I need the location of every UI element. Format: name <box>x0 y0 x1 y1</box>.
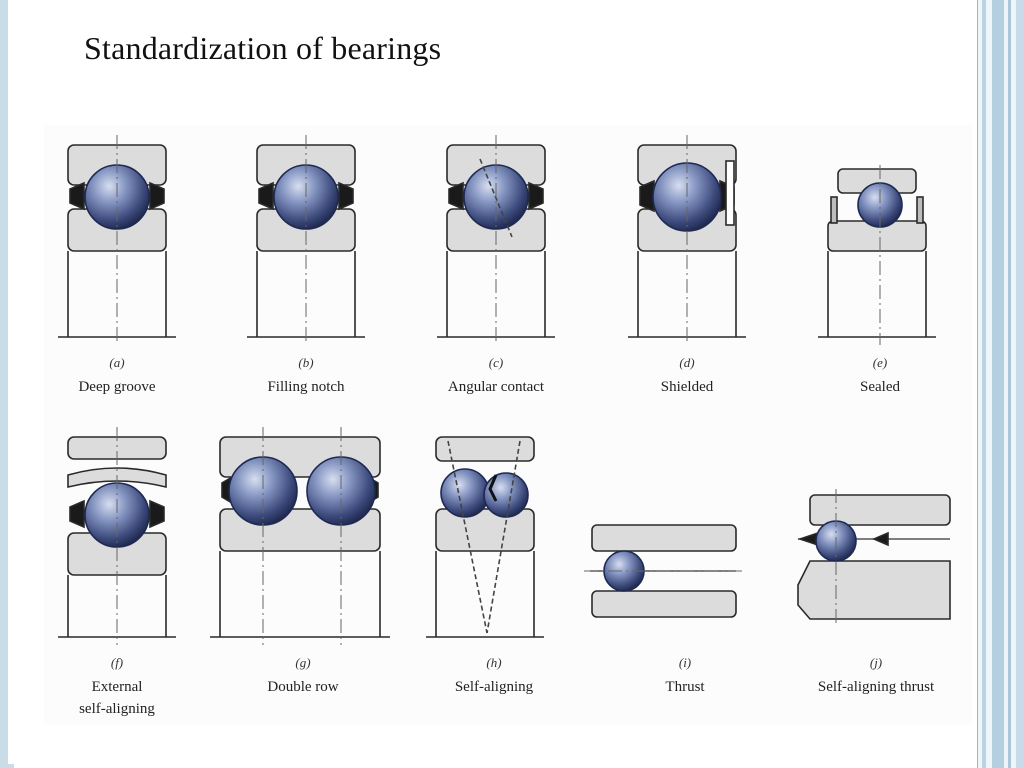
caption-name-e: Sealed <box>860 379 900 395</box>
bearing-j-self-aligning-thrust <box>797 494 951 620</box>
center-lines <box>116 135 881 645</box>
bearing-diagram: (a) Deep groove (b) Filling notch (c) An… <box>58 135 951 717</box>
bearing-e-sealed <box>818 168 936 338</box>
caption-name-g: Double row <box>267 679 338 695</box>
bearing-d-shielded <box>628 144 746 338</box>
caption-name-a: Deep groove <box>78 379 155 395</box>
caption-letter-h: (h) <box>486 655 501 670</box>
bearing-i-thrust <box>590 524 737 618</box>
caption-name-h: Self-aligning <box>455 679 534 695</box>
caption-letter-f: (f) <box>111 655 123 670</box>
caption-name-c: Angular contact <box>448 379 545 395</box>
slide-corner-accent <box>0 764 14 768</box>
slide-left-border <box>0 0 8 768</box>
caption-letter-a: (a) <box>109 355 124 370</box>
caption-name-d: Shielded <box>661 379 714 395</box>
bearing-types-figure: (a) Deep groove (b) Filling notch (c) An… <box>44 125 972 725</box>
slide-title: Standardization of bearings <box>84 30 442 66</box>
caption-letter-b: (b) <box>298 355 313 370</box>
caption-name-f: External <box>92 679 143 695</box>
bearing-h-self-aligning <box>426 436 544 638</box>
caption-letter-e: (e) <box>873 355 887 370</box>
caption-name-b: Filling notch <box>267 379 345 395</box>
slide-right-border <box>977 0 1024 768</box>
caption-letter-i: (i) <box>679 655 691 670</box>
bearing-g-double-row <box>210 436 390 638</box>
caption-name-f-line2: self-aligning <box>79 701 155 717</box>
caption-letter-j: (j) <box>870 655 882 670</box>
caption-letter-c: (c) <box>489 355 503 370</box>
caption-name-i: Thrust <box>665 679 705 695</box>
bearing-a-deep-groove <box>58 144 176 338</box>
caption-letter-d: (d) <box>679 355 694 370</box>
caption-letter-g: (g) <box>295 655 310 670</box>
caption-name-j: Self-aligning thrust <box>818 679 935 695</box>
